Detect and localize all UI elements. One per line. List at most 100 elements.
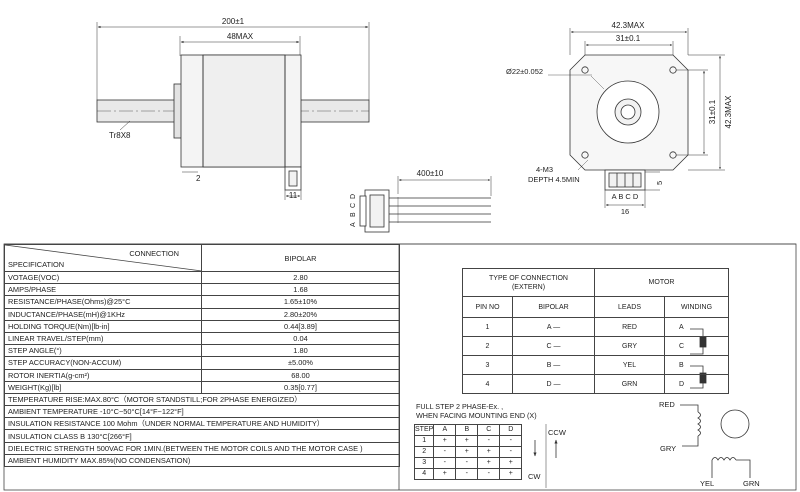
spec-row: STEP ANGLE(°)1.80 [4,344,400,358]
hole-spacing-label: 31±0.1 [616,34,641,43]
header-specification: SPECIFICATION [8,260,65,269]
seq-header: D [499,424,523,436]
depth-label: DEPTH 4.5MIN [528,175,580,184]
seq-cell: - [455,468,479,480]
seq-header: STEP [413,424,435,436]
conn-pin: 2 [462,336,513,356]
col-leads: LEADS [594,296,666,318]
seq-row: 3--++ [413,457,523,469]
spec-note-row: INSULATION CLASS B 130°C[266°F] [4,429,400,443]
col-pin: PIN NO [462,296,513,318]
lead-b-label: B [350,212,357,217]
spec-label: VOTAGE(VOC) [4,270,202,285]
spec-note-row: AMBIENT HUMIDITY MAX.85%(NO CONDENSATION… [4,453,400,468]
seq-cell: - [433,457,457,469]
conn-pin: 3 [462,355,513,375]
thread-label: Tr8X8 [109,131,131,140]
pilot-dia-label: Ø22±0.052 [506,67,543,76]
seq-cell: + [499,457,523,469]
connector-height-label: 5 [655,181,664,185]
connector-width-label: 16 [621,207,629,216]
spec-label: WEIGHT(Kg)[lb] [4,380,202,394]
spec-value: 1.68 [201,283,400,297]
seq-cell: + [477,446,501,458]
screw-label: 4-M3 [536,165,553,174]
spec-header-cell: CONNECTION SPECIFICATION [4,244,202,272]
direction-arrows [533,424,558,488]
type-of-connection-header: TYPE OF CONNECTION (EXTERN) [461,268,596,297]
spec-note-row: INSULATION RESISTANCE 100 Mohm（UNDER NOR… [4,417,400,431]
conn-lead: GRN [594,374,666,394]
cw-label: CW [528,472,541,481]
spec-value: 2.80±20% [201,307,400,321]
sequence-title-1: FULL STEP 2 PHASE-Ex. , [416,402,503,411]
seq-cell: + [455,446,479,458]
seq-cell: + [433,468,457,480]
seq-cell: - [455,457,479,469]
conn-bipolar: C — [511,336,596,356]
spec-row: HOLDING TORQUE(Nm)[lb-in]0.44[3.89] [4,319,400,333]
spec-value: 0.44[3.89] [201,319,400,333]
seq-cell: + [455,435,479,447]
seq-cell: + [433,435,457,447]
seq-row: 2-++- [413,446,523,458]
cable-lead-labels: A B C D [350,194,357,227]
header-connection: CONNECTION [129,249,179,258]
lead-a-label: A [350,222,357,227]
spec-value: 1.80 [201,344,400,358]
seq-header: C [477,424,501,436]
header-bipolar: BIPOLAR [201,244,400,272]
boss-dim-label: 2 [196,174,201,183]
seq-row: 4+--+ [413,468,523,480]
seq-cell: + [477,457,501,469]
wire-gry-label: GRY [660,444,676,453]
col-winding: WINDING [664,296,730,318]
seq-header: B [455,424,479,436]
body-length-label: 48MAX [227,32,254,41]
spec-label: ROTOR INERTIA(g-cm²) [4,368,202,382]
seq-header: A [433,424,457,436]
conn-lead: RED [594,317,666,337]
seq-cell: 3 [413,457,435,469]
conn-lead: GRY [594,336,666,356]
col-bipolar: BIPOLAR [511,296,596,318]
seq-cell: 4 [413,468,435,480]
spec-row: ROTOR INERTIA(g-cm²)68.00 [4,368,400,382]
conn-wind: C [664,336,730,356]
side-view [96,22,370,200]
rotor-circle [720,409,750,439]
seq-cell: - [477,468,501,480]
seq-cell: 2 [413,446,435,458]
spec-value: 1.65±10% [201,295,400,309]
spec-label: HOLDING TORQUE(Nm)[lb-in] [4,319,202,333]
motor-header: MOTOR [594,268,730,297]
conn-wind: D [664,374,730,394]
connector-pins-label: A B C D [612,192,639,201]
conn-pin: 1 [462,317,513,337]
ccw-label: CCW [548,428,567,437]
conn-bipolar: A — [511,317,596,337]
connection-table: TYPE OF CONNECTION (EXTERN) MOTOR PIN NO… [461,268,730,394]
spec-row: VOTAGE(VOC)2.80 [4,270,400,285]
lead-d-label: D [350,194,357,199]
wire-yel-label: YEL [700,479,714,488]
lead-c-label: C [350,203,357,208]
spec-note-row: DIELECTRIC STRENGTH 500VAC FOR 1MIN.(BET… [4,441,400,455]
spec-row: LINEAR TRAVEL/STEP(mm)0.04 [4,331,400,346]
seq-cell: - [499,446,523,458]
spec-note-row: AMBIENT TEMPERATURE -10°C~50°C[14°F~122°… [4,405,400,419]
conn-lead: YEL [594,355,666,375]
spec-note: DIELECTRIC STRENGTH 500VAC FOR 1MIN.(BET… [4,441,400,455]
conn-wind: A [664,317,730,337]
total-length-label: 200±1 [222,17,245,26]
conn-pin: 4 [462,374,513,394]
spec-note: INSULATION CLASS B 130°C[266°F] [4,429,400,443]
conn-wind: B [664,355,730,375]
spec-header-row: CONNECTION SPECIFICATION BIPOLAR [4,244,400,272]
